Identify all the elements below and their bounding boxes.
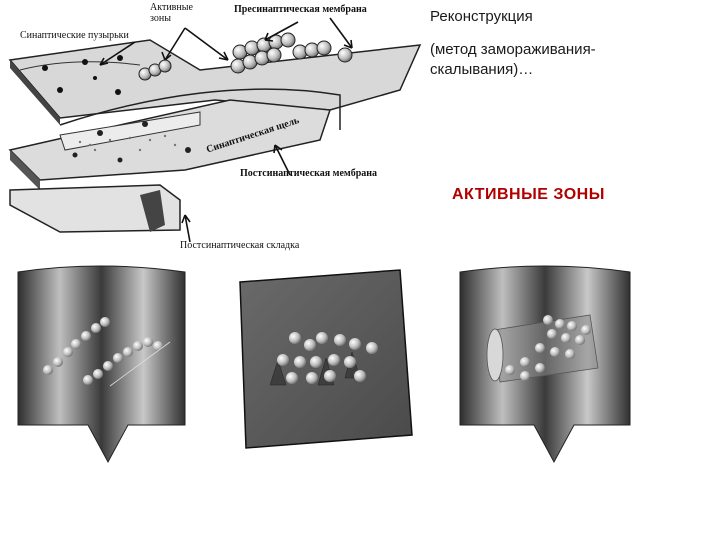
- heading-reconstruction: Реконструкция: [430, 8, 533, 25]
- method-line-1: (метод замораживания-: [430, 41, 596, 58]
- active-zone-panel-right: [459, 265, 631, 464]
- diagram-arrows: [99, 17, 353, 243]
- active-zone-panel-middle: [239, 269, 413, 449]
- synaptic-cleft-line: [59, 88, 341, 130]
- active-zone-panel-left: [17, 265, 186, 464]
- postsynaptic-fold-sheet: [9, 184, 181, 233]
- label-postsynaptic-fold: Постсинаптическая складка: [180, 240, 300, 251]
- label-postsynaptic-membrane: Постсинаптическая мембрана: [240, 168, 378, 179]
- active-zones-title: АКТИВНЫЕ ЗОНЫ: [452, 186, 605, 203]
- label-synaptic-vesicles: Синаптические пузырьки: [20, 30, 129, 41]
- method-description: (метод замораживания- скалывания)…: [430, 40, 670, 80]
- postsynaptic-sheet: [8, 99, 332, 190]
- label-active-zones: Активные зоны: [150, 2, 193, 24]
- presynaptic-sheet: [8, 32, 422, 125]
- label-presynaptic-membrane: Пресинаптическая мембрана: [234, 4, 367, 15]
- method-line-2: скалывания)…: [430, 61, 534, 78]
